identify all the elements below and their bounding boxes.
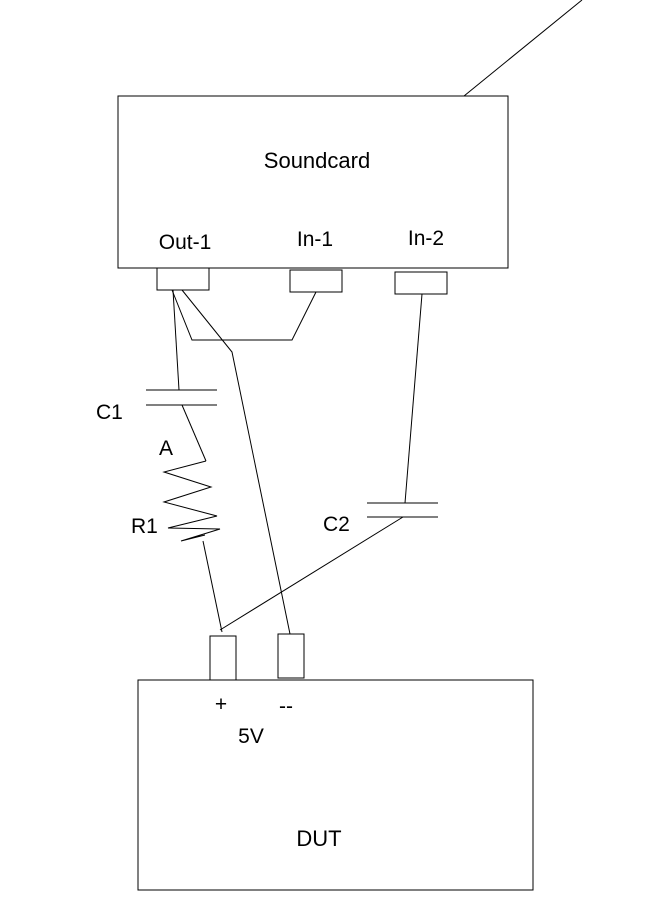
soundcard-cable <box>463 0 583 97</box>
dut-box <box>137 679 534 891</box>
wire-in2-to-c2 <box>404 293 423 504</box>
soundcard-title: Soundcard <box>264 148 370 173</box>
port-label-in-2: In-2 <box>408 227 444 250</box>
wire-out1-to-in1 <box>171 289 317 341</box>
dut-terminal-plus <box>209 635 237 681</box>
wire-out1-to-dut-minus <box>181 289 291 635</box>
connector-in-1 <box>289 269 343 293</box>
wire-c2-to-dut-plus <box>219 516 404 631</box>
wire-c1-to-r1 <box>181 404 207 462</box>
label-node-a: A <box>159 437 173 460</box>
label-c1: C1 <box>96 401 123 424</box>
label-dut-supply: 5V <box>238 725 264 748</box>
label-r1: R1 <box>131 515 158 538</box>
connector-out-1 <box>156 267 210 291</box>
wire-out1-to-c1 <box>172 289 180 391</box>
port-label-in-1: In-1 <box>297 228 333 251</box>
dut-terminal-minus <box>277 633 305 679</box>
connector-in-2 <box>394 271 448 295</box>
label-c2: C2 <box>323 513 350 536</box>
soundcard-box <box>117 95 509 269</box>
wire-r1-to-dut-plus <box>202 540 223 633</box>
label-dut-plus: + <box>215 693 227 716</box>
label-dut-minus: -- <box>279 695 293 718</box>
dut-title: DUT <box>296 826 341 851</box>
resistor-r1 <box>162 460 221 542</box>
port-label-out-1: Out-1 <box>159 231 212 254</box>
